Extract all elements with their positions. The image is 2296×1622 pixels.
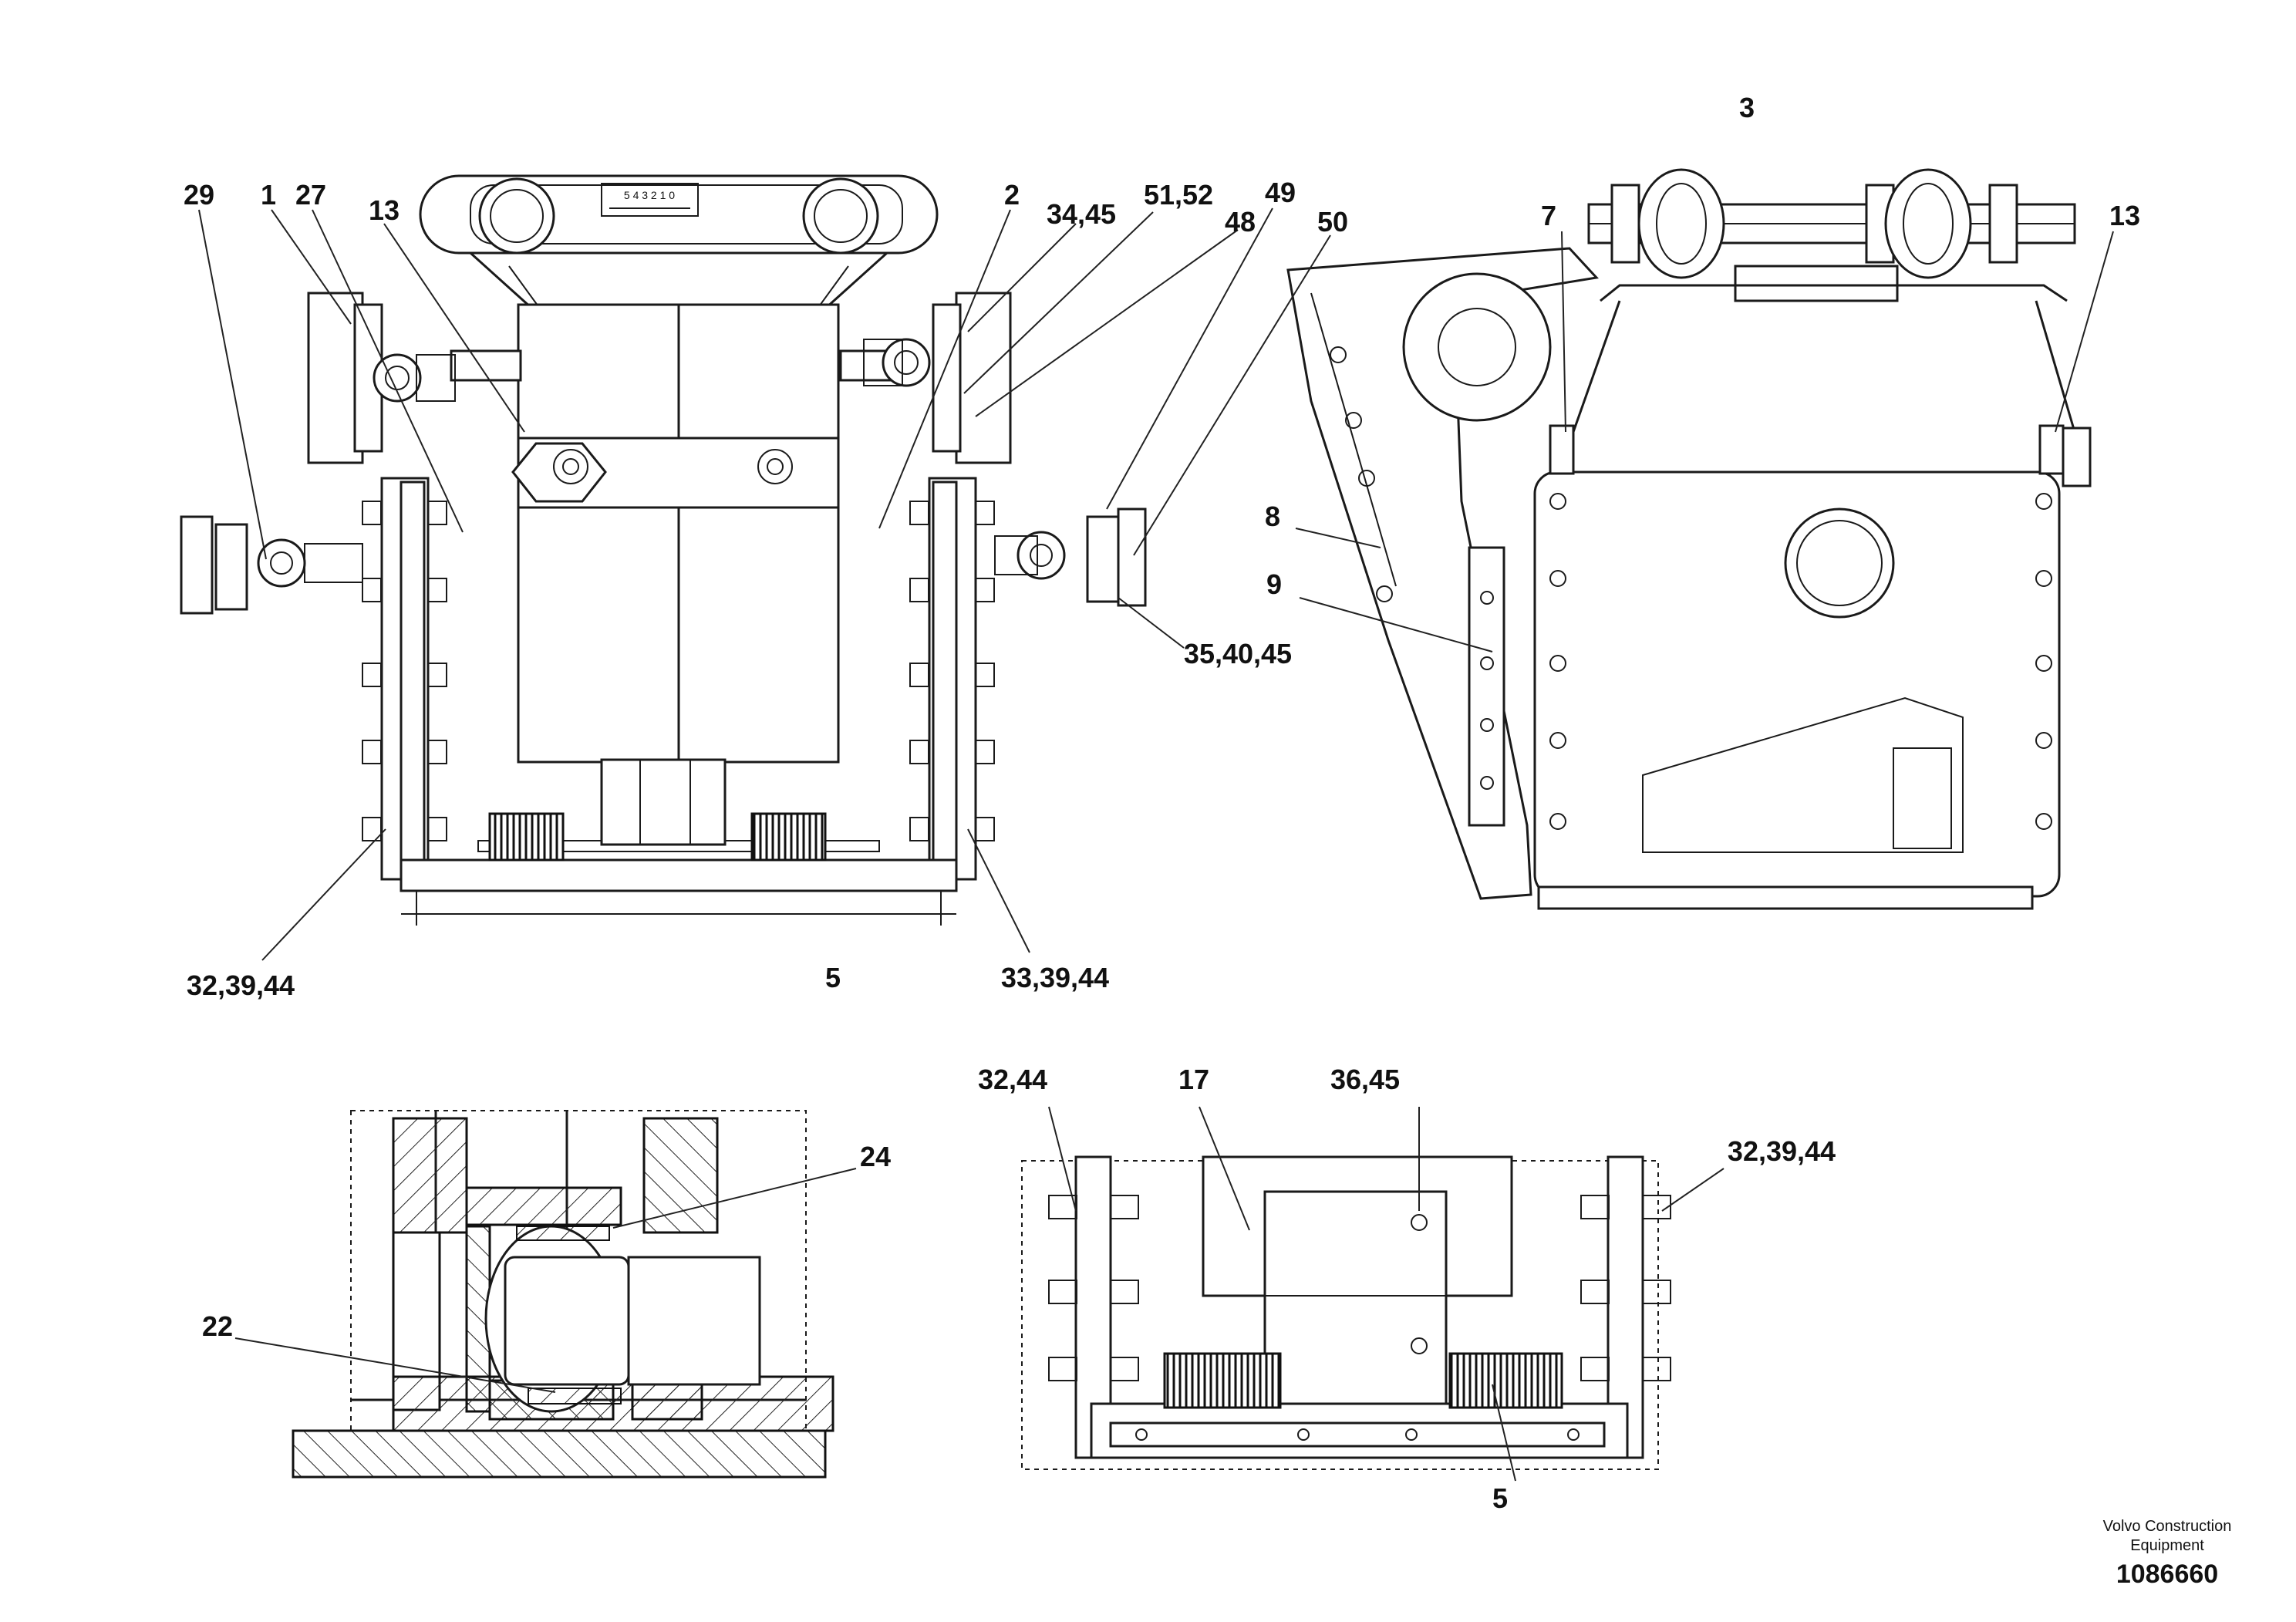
callout-24: 24 (860, 1141, 891, 1172)
section-view (292, 1110, 834, 1479)
callout-27: 27 (295, 179, 326, 211)
arm-holes (1330, 346, 1494, 790)
callout-5-front: 5 (825, 962, 841, 993)
callout-50: 50 (1317, 206, 1348, 238)
callout-51-52: 51,52 (1144, 179, 1213, 211)
callout-labels: 29 1 27 13 2 34,45 51,52 48 49 50 35,40,… (184, 92, 2140, 1514)
callout-13-front: 13 (369, 194, 400, 226)
scale-label: 5 4 3 2 1 0 (624, 189, 675, 201)
callout-13-side: 13 (2109, 200, 2140, 231)
spring-left-bottom (1163, 1352, 1282, 1409)
callout-2: 2 (1004, 179, 1020, 211)
callout-8: 8 (1265, 501, 1280, 532)
plate-bolts (362, 501, 995, 841)
callout-5-bottom: 5 (1492, 1482, 1508, 1514)
callout-48: 48 (1225, 206, 1256, 238)
bottom-view (1021, 1155, 1671, 1470)
callout-1: 1 (261, 179, 276, 211)
front-view: 5 4 3 2 1 0 (180, 174, 1147, 926)
scale-gauge (601, 183, 699, 217)
callout-32-44: 32,44 (978, 1064, 1047, 1095)
callout-36-45: 36,45 (1330, 1064, 1400, 1095)
bottom-bolts (1048, 1195, 1671, 1381)
callout-17: 17 (1178, 1064, 1209, 1095)
callout-3: 3 (1739, 92, 1755, 123)
callout-22: 22 (202, 1310, 233, 1342)
callout-35-40-45: 35,40,45 (1184, 638, 1292, 669)
spring-right (750, 812, 827, 862)
body-holes (1549, 493, 2052, 830)
side-view (1286, 168, 2092, 910)
footer: Volvo Construction Equipment 1086660 (2103, 1518, 2232, 1589)
callout-34-45: 34,45 (1047, 198, 1116, 230)
brand-line-2: Equipment (2130, 1537, 2204, 1554)
callout-32-39-44-front: 32,39,44 (187, 969, 295, 1001)
brand-line-1: Volvo Construction (2103, 1518, 2232, 1535)
spring-right-bottom (1448, 1352, 1563, 1409)
spring-left (488, 812, 565, 862)
leader-lines (198, 207, 2114, 1482)
callout-29: 29 (184, 179, 214, 211)
callout-9: 9 (1266, 568, 1282, 600)
callout-49: 49 (1265, 177, 1296, 208)
callout-32-39-44-bottom: 32,39,44 (1728, 1135, 1836, 1167)
part-number: 1086660 (2116, 1560, 2218, 1589)
callout-7: 7 (1541, 200, 1556, 231)
callout-33-39-44: 33,39,44 (1001, 962, 1109, 993)
